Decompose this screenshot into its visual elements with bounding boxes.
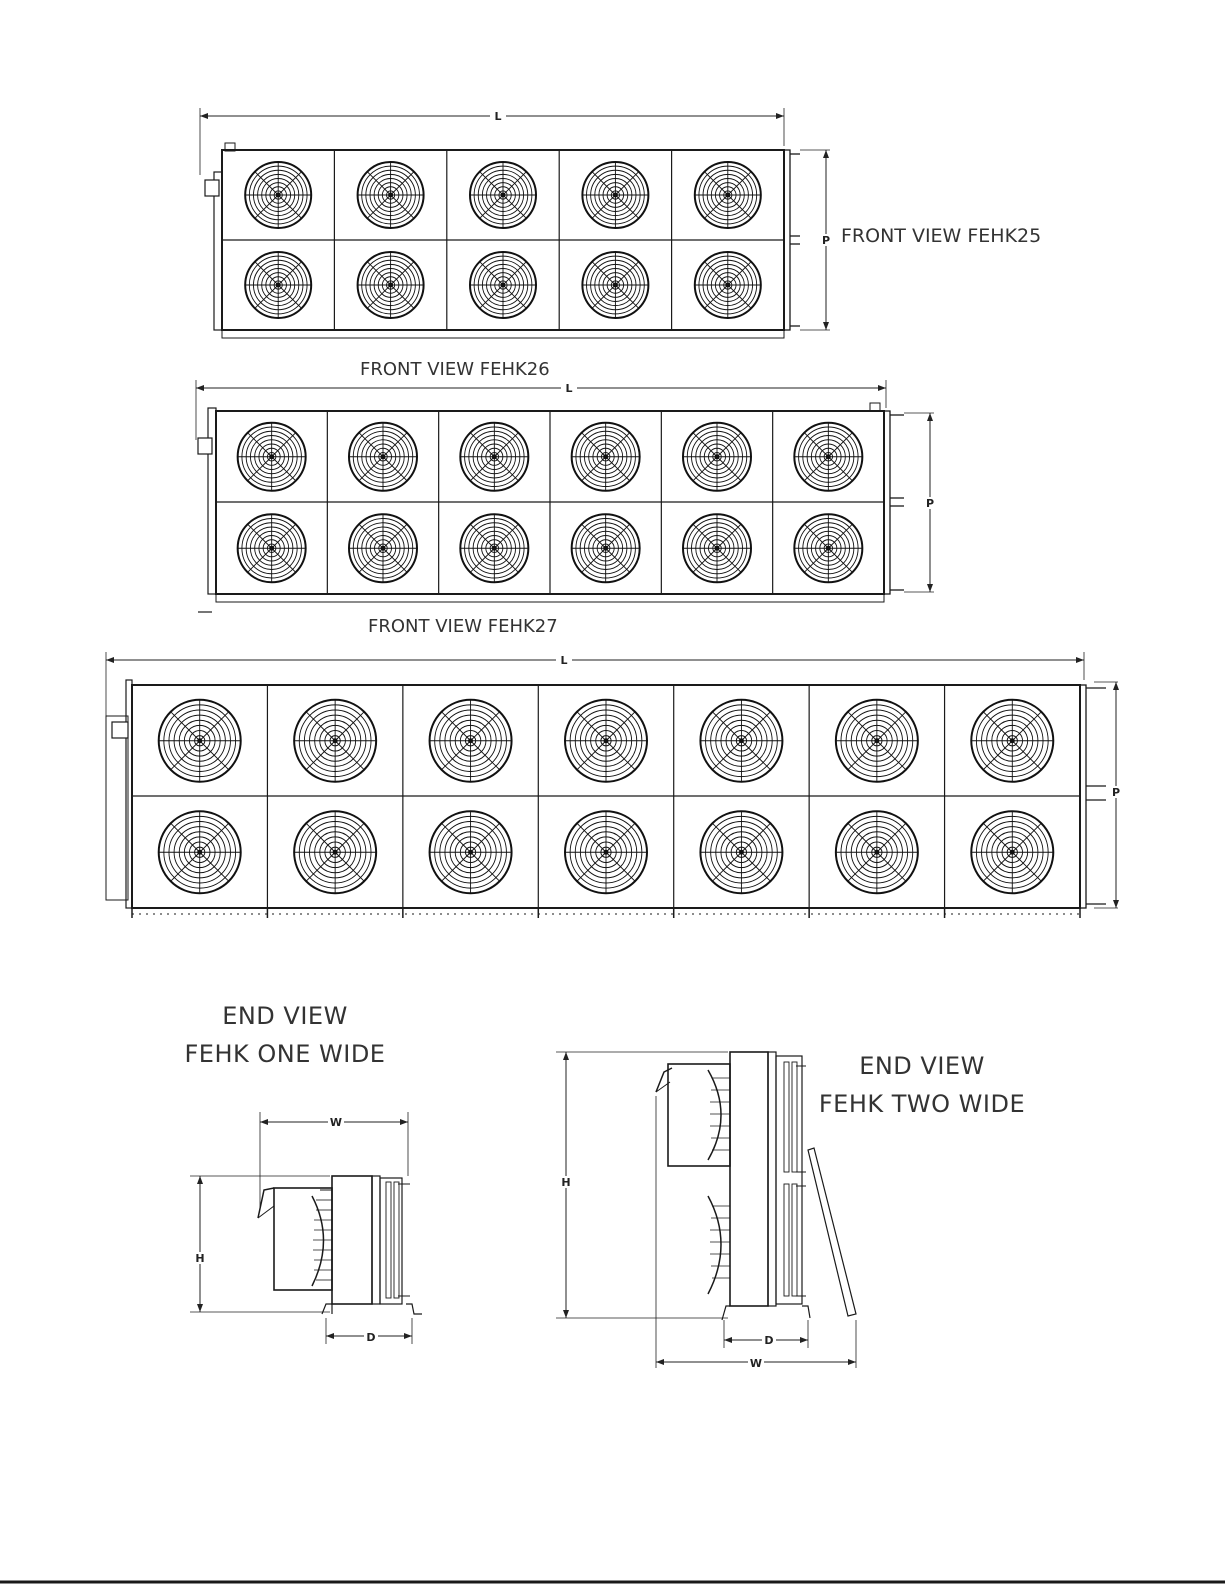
fan-guard-icon: [700, 811, 782, 893]
unit-body: [258, 1176, 422, 1314]
dim-label-h: H: [195, 1252, 204, 1265]
fan-guard-icon: [565, 700, 647, 782]
fan-guard-lower: [708, 1196, 730, 1294]
fan-guard-icon: [971, 811, 1053, 893]
fan-guard-icon: [245, 162, 311, 228]
base-rail: [216, 594, 884, 602]
end-view-two-title-1: END VIEW: [859, 1052, 985, 1080]
fan-guard-icon: [695, 162, 761, 228]
end-view-one-title-1: END VIEW: [222, 1002, 348, 1030]
side-panel: [106, 716, 128, 900]
fan-guard-icon: [695, 252, 761, 318]
fan-guard-icon: [971, 700, 1053, 782]
fan-guard-icon: [349, 514, 417, 582]
fan-guard-icon: [358, 162, 424, 228]
fan-guard-icon: [683, 514, 751, 582]
fan-guard-upper: [708, 1070, 730, 1160]
fan-guard-icon: [430, 700, 512, 782]
dim-label-l: L: [494, 110, 501, 123]
view-title-fehk27: FRONT VIEW FEHK27: [368, 616, 558, 637]
fan-guard-icon: [683, 423, 751, 491]
dim-label-d: D: [366, 1331, 375, 1344]
dim-label-l: L: [560, 654, 567, 667]
fan-guard-icon: [572, 423, 640, 491]
fan-guard-icon: [245, 252, 311, 318]
dim-label-l: L: [565, 382, 572, 395]
fan-guard-icon: [238, 423, 306, 491]
view-title-fehk26: FRONT VIEW FEHK26: [360, 359, 550, 380]
dim-label-p: P: [822, 234, 830, 247]
control-box: [198, 438, 212, 454]
fan-guard-icon: [159, 700, 241, 782]
fan-guard-icon: [794, 514, 862, 582]
connection-pipes: [884, 411, 904, 594]
fan-guard-icon: [470, 252, 536, 318]
dim-label-w: W: [330, 1116, 342, 1129]
base-rail: [222, 330, 784, 338]
fan-guard-icon: [159, 811, 241, 893]
end-view-one-title-2: FEHK ONE WIDE: [185, 1040, 386, 1068]
header-pipe: [208, 408, 216, 594]
fan-guard-icon: [294, 811, 376, 893]
fan-guard-icon: [794, 423, 862, 491]
control-box: [205, 180, 219, 196]
end-view-two-wide: END VIEW FEHK TWO WIDE H: [556, 1052, 1025, 1370]
fan-guard-icon: [582, 252, 648, 318]
dim-label-h: H: [561, 1176, 570, 1189]
fan-guard-icon: [294, 700, 376, 782]
fan-guard-icon: [349, 423, 417, 491]
front-view-fehk27: FRONT VIEW FEHK27 L P: [106, 616, 1124, 918]
fan-guard-icon: [358, 252, 424, 318]
dim-label-p: P: [926, 497, 934, 510]
fan-guard-icon: [565, 811, 647, 893]
fan-guard-icon: [430, 811, 512, 893]
connection-pipes: [1080, 685, 1106, 908]
fan-guard-icon: [460, 514, 528, 582]
fan-guard-icon: [836, 811, 918, 893]
dim-label-p: P: [1112, 786, 1120, 799]
top-bracket: [870, 403, 880, 411]
fan-guard-icon: [460, 423, 528, 491]
fan-guard-icon: [470, 162, 536, 228]
fan-guard-icon: [572, 514, 640, 582]
fan-guard-icon: [700, 700, 782, 782]
fan-grid-fehk27: [132, 685, 1080, 918]
fan-guard-icon: [238, 514, 306, 582]
end-view-two-title-2: FEHK TWO WIDE: [819, 1090, 1025, 1118]
fan-guard-side: [312, 1190, 332, 1290]
connection-pipes: [784, 150, 800, 330]
fan-guard-icon: [836, 700, 918, 782]
front-view-fehk26: FRONT VIEW FEHK26 L P: [196, 359, 937, 612]
end-view-one-wide: END VIEW FEHK ONE WIDE W H: [185, 1002, 422, 1344]
dim-label-w: W: [750, 1357, 762, 1370]
fan-guard-icon: [582, 162, 648, 228]
dim-label-d: D: [764, 1334, 773, 1347]
view-title-fehk25: FRONT VIEW FEHK25: [841, 225, 1041, 247]
control-box: [112, 722, 128, 738]
front-view-fehk25: L P FRONT VIEW FEHK25: [200, 108, 1041, 338]
